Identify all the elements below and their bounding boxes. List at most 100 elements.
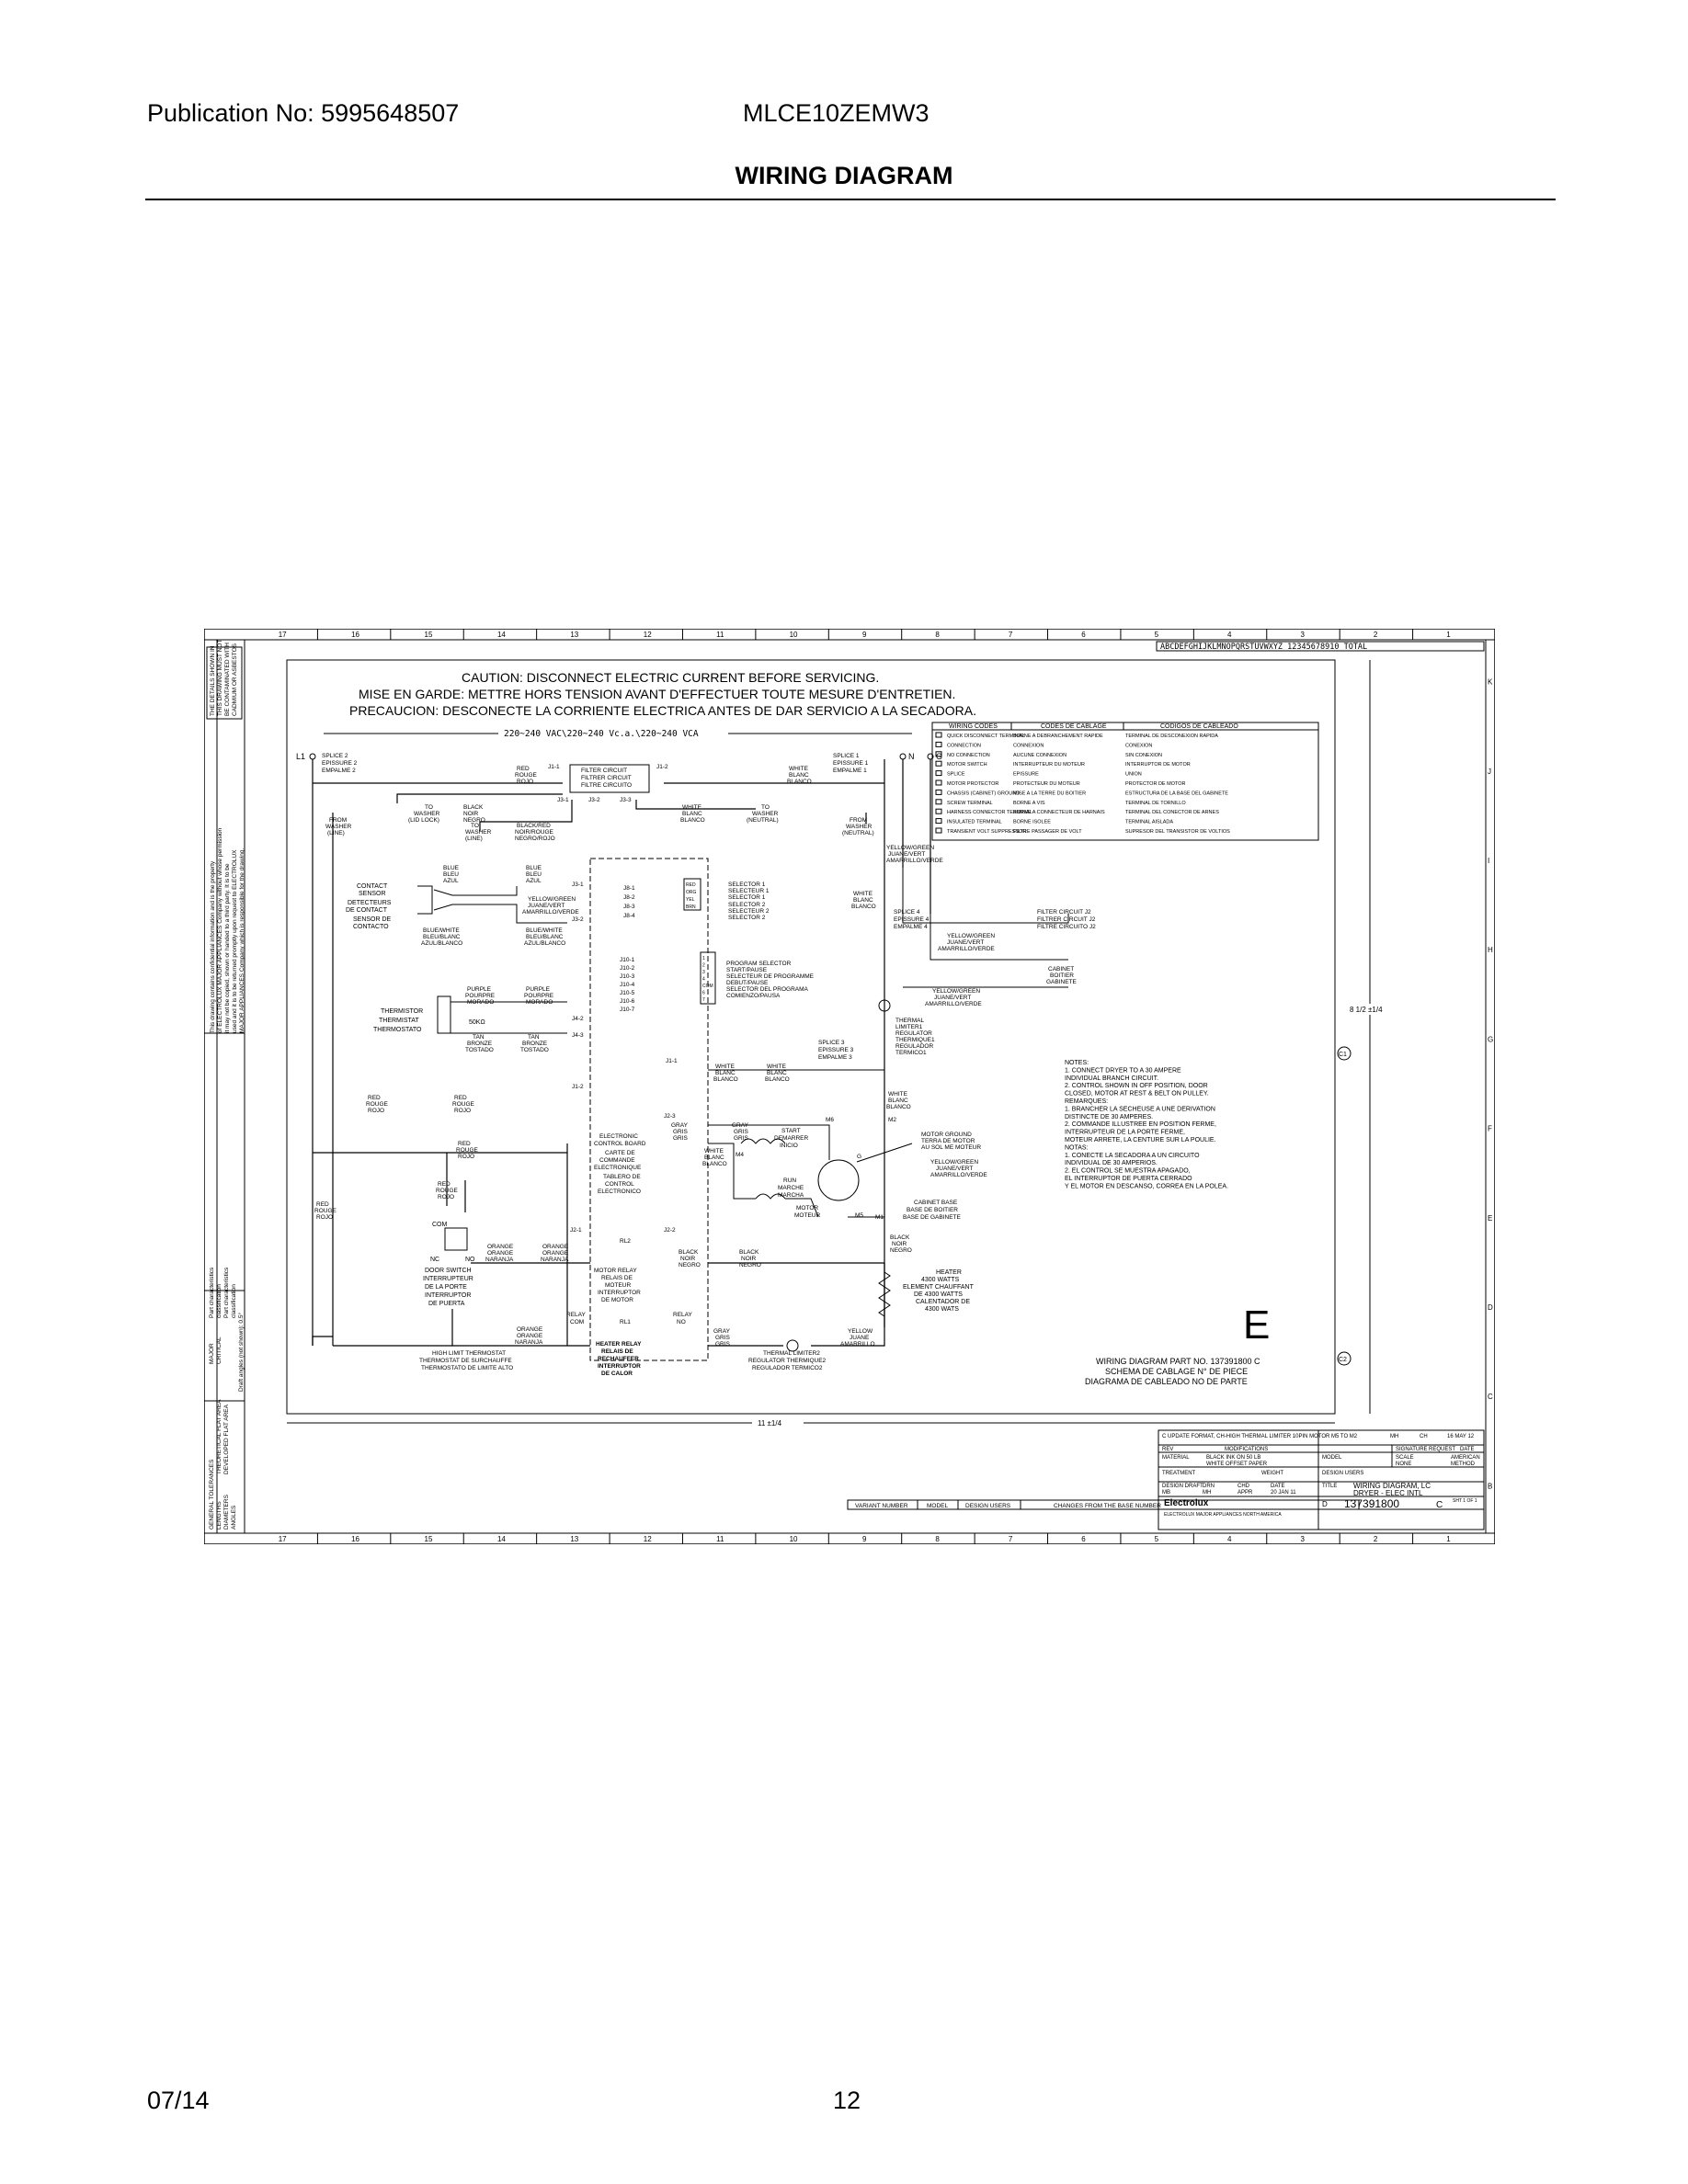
wire-yg-motor-es: AMARRILLO/VERDE (930, 1172, 987, 1178)
board-pin-j1: J1-2 (572, 1084, 584, 1090)
wire-red-top-es: ROJO (517, 779, 533, 785)
note-line: 1. CONECTE LA SECADORA A UN CIRCUITO (1065, 1153, 1200, 1159)
wiring-code-fr: FILTRE PASSAGER DE VOLT (1013, 829, 1082, 835)
contact-sensor-2: SENSOR (359, 891, 386, 897)
wire-red-b-fr: ROUGE (452, 1101, 475, 1108)
thermistor-fr: THERMISTAT (379, 1018, 419, 1024)
wire-yellow-h-es: AMARRILLO (840, 1341, 875, 1348)
wiring-code-symbol-icon (935, 789, 942, 795)
wire-red-c-fr: ROUGE (456, 1147, 479, 1154)
heater-3: ELEMENT CHAUFFANT (903, 1284, 975, 1291)
program-3: SELECTEUR DE PROGRAMME (726, 973, 815, 980)
program-pin: 7 (702, 997, 705, 1003)
motor-ground-1: MOTOR GROUND (921, 1132, 972, 1138)
note-line: Y EL MOTOR EN DESCANSO, CORREA EN LA POL… (1065, 1183, 1228, 1189)
board-pin-j10: J10-6 (620, 998, 635, 1005)
wire-purple-left-en: PURPLE (467, 986, 492, 993)
note-line: 2. CONTROL SHOWN IN OFF POSITION, DOOR (1065, 1083, 1208, 1089)
column-marker-bottom: 11 (716, 1535, 724, 1543)
to-washer-neutral-3: (NEUTRAL) (747, 817, 779, 824)
wire-white-m-fr: BLANC (888, 1098, 908, 1104)
tb-design-users: DESIGN USERS (1322, 1471, 1363, 1476)
filter-pin-j3-3: J3-3 (620, 797, 632, 803)
tl2-1: THERMAL LIMITER2 (763, 1350, 820, 1357)
motor-m5: M5 (855, 1212, 863, 1219)
column-marker-top: 2 (1374, 631, 1378, 639)
wiring-code-en: SPLICE (947, 772, 965, 778)
wire-bw-left-en: BLUE/WHITE (423, 927, 460, 934)
wire-gray-h-es: GRIS (715, 1341, 731, 1348)
selector1-en: SELECTOR 1 (728, 882, 766, 888)
heater-6: 4300 WATS (925, 1306, 959, 1313)
drawing-frame (286, 659, 1336, 1415)
wire-blue-right-en: BLUE (526, 865, 542, 871)
side-tol-theoretical: THEORETICAL FLAT AREA (216, 1399, 222, 1474)
wire-purple-left-es: MORADO (467, 999, 494, 1006)
cabinet-base-1: CABINET BASE (914, 1200, 958, 1206)
wire-black-r-fr: NOIR (892, 1241, 907, 1247)
board-label-2: CONTROL BOARD (594, 1141, 646, 1147)
board-pin-j1: J1-1 (666, 1058, 678, 1064)
wiring-code-en: HARNESS CONNECTOR TERMINAL (947, 810, 1032, 815)
tb-method-2: METHOD (1451, 1462, 1476, 1467)
wiring-code-fr: AUCUNE CONNEXION (1013, 753, 1066, 758)
splice3-en: SPLICE 3 (818, 1040, 845, 1046)
supply-voltage: 220~240 VAC\220~240 Vc.a.\220~240 VCA (504, 729, 699, 739)
board-pin-j10: J10-4 (620, 982, 635, 988)
part-number-fr: SCHEMA DE CABLAGE N° DE PIECE (1105, 1367, 1248, 1376)
tb-drawn-1: DESIGN DRAFT (1162, 1484, 1203, 1489)
model-label: MODEL (927, 1503, 949, 1509)
wire-orange-hl-es: NARANJA (515, 1339, 543, 1346)
to-washer-lid-2: WASHER (414, 811, 440, 817)
relay-com-1: RELAY (566, 1312, 586, 1318)
motor-ground-3: AU SOL ME MOTEUR (921, 1144, 981, 1151)
terminal-l1-label: L1 (296, 752, 305, 761)
dimension-height: 8 1/2 ±1/4 (1350, 1006, 1383, 1014)
motor-en: MOTOR (796, 1205, 818, 1211)
motor-m1: M1 (875, 1214, 884, 1221)
row-marker: H (1488, 946, 1493, 954)
changes-label: CHANGES FROM THE BASE NUMBER (1054, 1503, 1161, 1509)
tb-sheet: SHT 1 OF 1 (1453, 1498, 1477, 1504)
wiring-code-symbol-icon (935, 741, 942, 747)
wiring-code-es: UNION (1125, 772, 1142, 778)
wire-purple-left-fr: POURPRE (465, 993, 496, 999)
wire-white-m-es: BLANCO (886, 1104, 911, 1110)
contact-sensor-4: DE CONTACT (346, 907, 388, 914)
tl2-3: REGULADOR TERMICO2 (752, 1365, 823, 1371)
wire-bw-right-fr: BLEU/BLANC (526, 934, 564, 940)
side-char-major: MAJOR (209, 1343, 215, 1364)
relay-rl2: RL2 (620, 1238, 631, 1245)
splice4-en: SPLICE 4 (894, 909, 920, 916)
contact-sensor-3: DETECTEURS (348, 900, 392, 906)
wiring-code-fr: PROTECTEUR DU MOTEUR (1013, 781, 1080, 787)
heater-4: DE 4300 WATTS (914, 1291, 963, 1298)
cabinet-fr: BOITIER (1050, 973, 1074, 979)
wire-tan-right-es: TOSTADO (520, 1047, 549, 1053)
wire-white-motor-en: WHITE (704, 1148, 724, 1155)
wire-gray-b-en: GRAY (671, 1122, 689, 1129)
wiring-code-symbol-icon (935, 808, 942, 814)
wire-black-mr-b-es: NEGRO (739, 1262, 761, 1268)
selector-pin: RED (686, 882, 696, 888)
program-5: SELECTOR DEL PROGRAMA (726, 986, 809, 993)
row-marker: F (1488, 1125, 1492, 1133)
tl2-2: REGULATOR THERMIQUE2 (748, 1358, 827, 1364)
column-marker-bottom: 4 (1227, 1535, 1232, 1543)
note-line: REMARQUES: (1065, 1098, 1108, 1105)
board-pin-j10: J10-2 (620, 965, 635, 972)
board-label-8: ELECTRONICO (598, 1189, 641, 1195)
board-label-4: COMMANDE (599, 1157, 635, 1164)
wire-red-b-en: RED (454, 1095, 467, 1101)
wire-gray-b-fr: GRIS (673, 1129, 689, 1135)
tb-title-1: WIRING DIAGRAM, LC (1353, 1482, 1431, 1490)
wire-white-c2-fr: BLANC (767, 1070, 787, 1076)
motor-start-3: INICIO (780, 1143, 798, 1149)
note-line: INDIVIDUAL DE 30 AMPERIOS. (1065, 1160, 1158, 1166)
wire-red-c-es: ROJO (458, 1154, 474, 1160)
wire-yg-top-en: YELLOW/GREEN (886, 845, 934, 851)
heater-relay-5: DE CALOR (601, 1371, 633, 1377)
door-nc: NC (430, 1257, 439, 1263)
column-marker-top: 1 (1446, 631, 1451, 639)
